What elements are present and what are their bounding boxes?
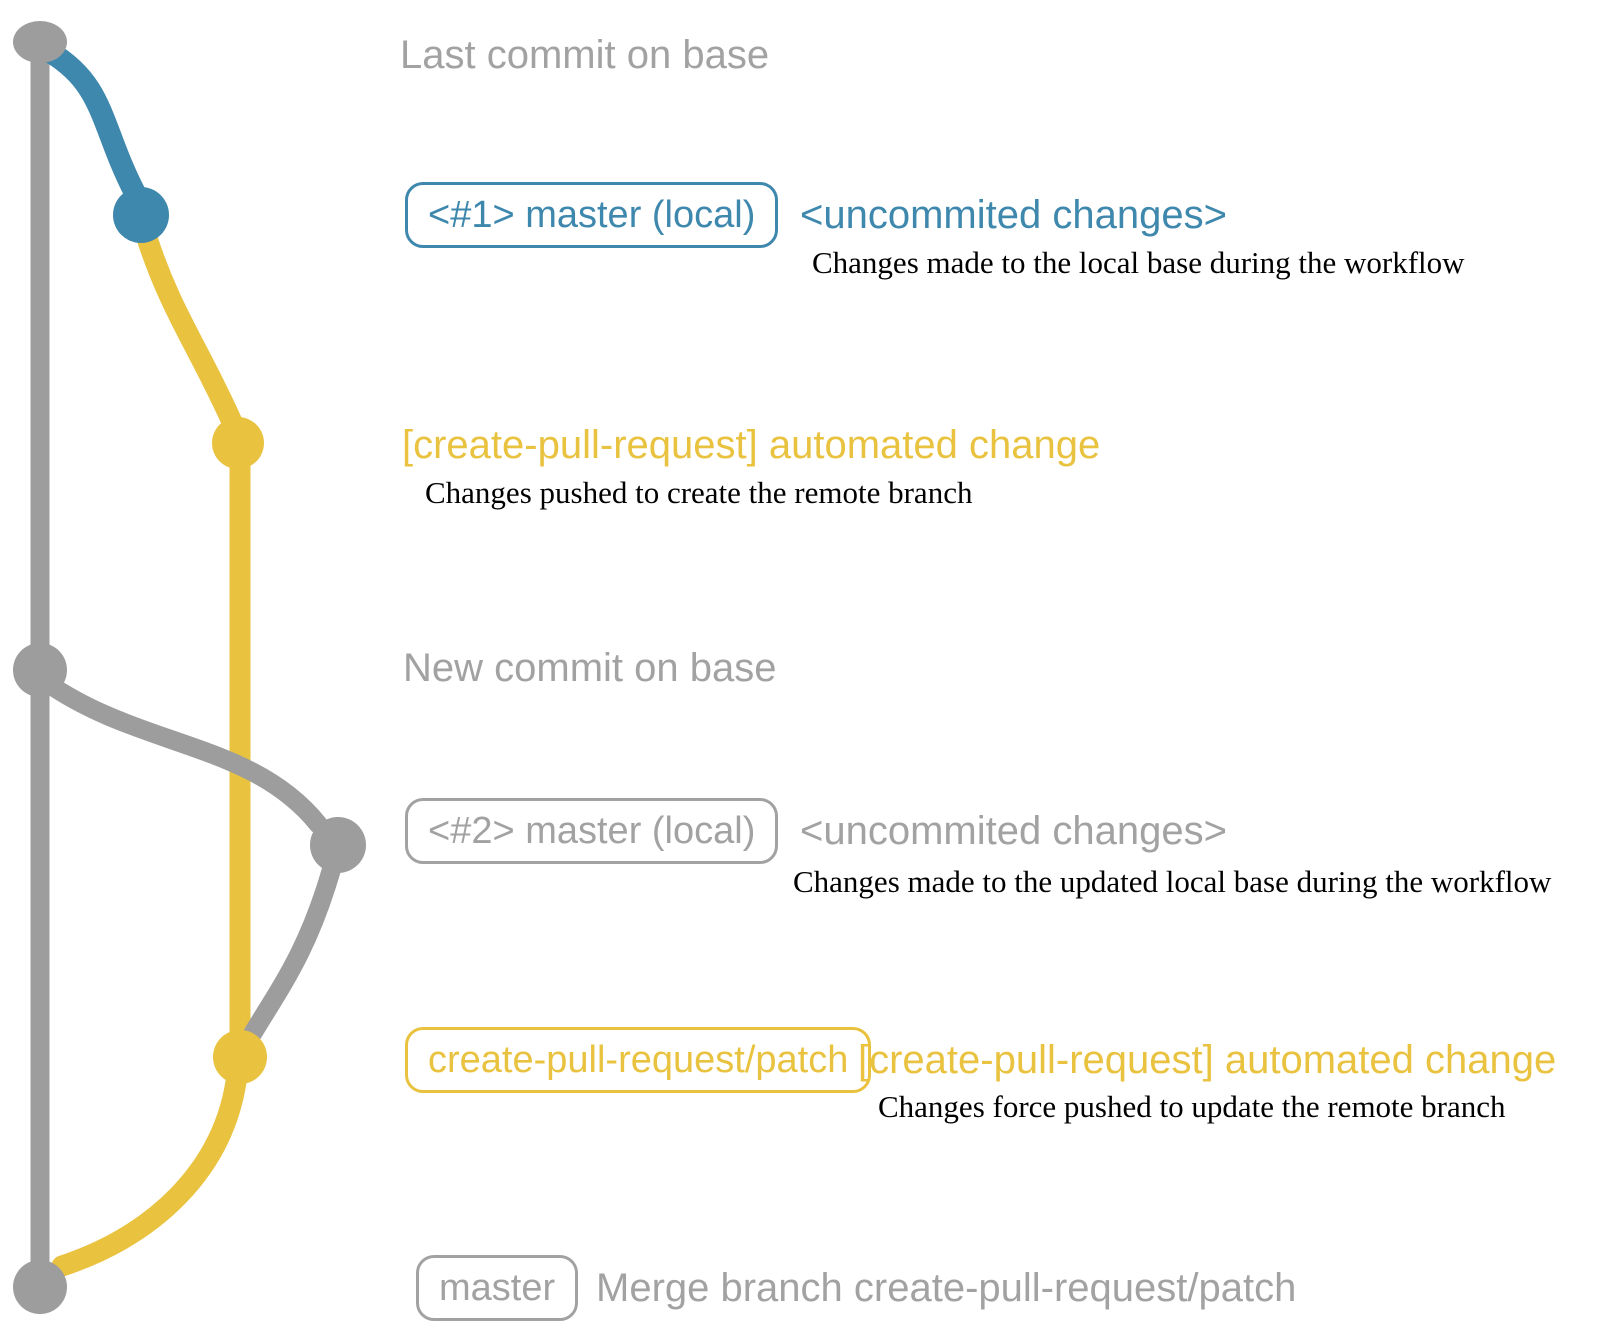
label-uncommited-changes-1: <uncommited changes> [800,193,1227,237]
badge-master: master [416,1255,579,1321]
local-branch-curve-rebase [36,672,328,834]
badge-local-master-2: <#2> master (local) [405,798,779,864]
badge-patch-branch: create-pull-request/patch [405,1027,872,1093]
git-graph-svg [13,21,366,1314]
commit-node-patch-1 [212,417,264,469]
commit-node-local-master-1 [113,187,169,243]
local-branch-curve-1 [39,41,146,204]
label-automated-change-1: [create-pull-request] automated change [402,423,1101,467]
badge-local-master-1: <#1> master (local) [405,182,779,248]
commit-node-local-master-2 [310,817,366,873]
commit-node-new-base [13,643,67,697]
patch-merge-curve [51,1071,247,1277]
label-last-commit-on-base: Last commit on base [400,33,770,77]
label-automated-change-2: [create-pull-request] automated change [858,1038,1557,1082]
desc-local-changes-2: Changes made to the updated local base d… [793,864,1552,899]
desc-push-create-remote: Changes pushed to create the remote bran… [425,475,973,510]
commit-node-merge [13,1260,67,1314]
label-new-commit-on-base: New commit on base [403,646,777,690]
commit-node-last-base [13,21,67,63]
patch-branch-curve-from-local-1 [136,227,243,433]
desc-local-changes-1: Changes made to the local base during th… [812,245,1465,280]
commit-node-patch-2 [213,1030,267,1084]
desc-force-push: Changes force pushed to update the remot… [878,1089,1506,1124]
label-uncommited-changes-2: <uncommited changes> [800,809,1227,853]
label-merge-branch: Merge branch create-pull-request/patch [596,1266,1297,1310]
force-push-curve [243,861,341,1043]
